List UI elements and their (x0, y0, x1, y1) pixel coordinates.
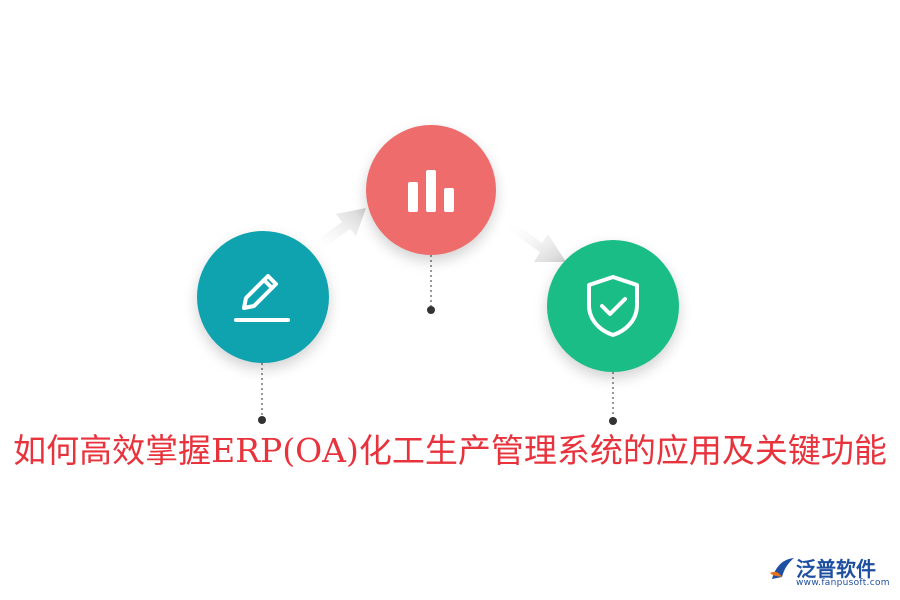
connector-green (609, 372, 617, 425)
step-circle-chart (366, 125, 496, 255)
step-circle-edit (197, 231, 329, 363)
bar-chart-icon (408, 170, 454, 212)
shield-check-icon (587, 275, 639, 337)
arrow-teal-to-red (312, 208, 366, 251)
step-circle-shield (547, 240, 679, 372)
pencil-icon (234, 274, 290, 322)
logo-name: 泛普软件 (796, 557, 876, 581)
page-title: 如何高效掌握ERP(OA)化工生产管理系统的应用及关键功能 (13, 431, 887, 470)
arrow-red-to-green (508, 222, 566, 262)
brand-logo: 泛普软件 www.fanpusoft.com (766, 551, 896, 593)
connector-teal (258, 363, 266, 424)
logo-url: www.fanpusoft.com (796, 578, 890, 588)
connector-red (427, 255, 435, 314)
fanpu-logo-icon (770, 558, 794, 579)
